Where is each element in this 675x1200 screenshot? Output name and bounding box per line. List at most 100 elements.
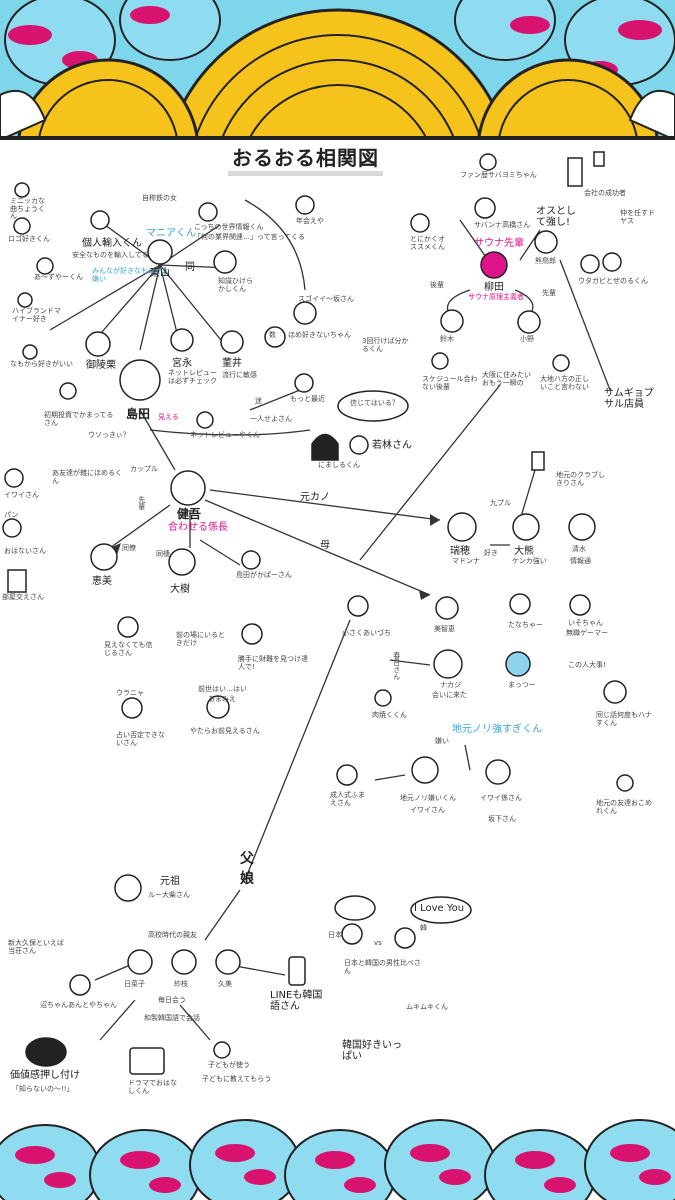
rogi-label: ロゴ好きくん	[8, 235, 50, 243]
iwai2-label: イワイさん	[410, 806, 445, 814]
kengo-name: 健吾	[177, 507, 202, 521]
kiyomizu-note: 情報通	[570, 557, 591, 565]
onaji-label: 同じ話何度もハナすくん	[596, 711, 652, 727]
maccho-label: まっつー	[508, 681, 536, 689]
bottom-decoration	[0, 1115, 675, 1200]
balloon-sun-illustration	[0, 0, 675, 140]
konashi-label: こっちの世界情報くん	[194, 223, 264, 231]
motokan-label: 元カノ	[300, 492, 330, 503]
shinjite-label: 信じてはいる？	[350, 399, 399, 407]
ashita-label: あ〜ずやーくん	[34, 273, 83, 281]
page-title: おるおる相関図	[228, 142, 383, 176]
kirai-label: 嫌い	[435, 737, 449, 745]
nihon-label: 日本	[328, 931, 342, 939]
dou-label: 同	[185, 262, 195, 273]
utagawa-label: ウタガビとぜのるくん	[578, 277, 648, 285]
drama-label: ドラマでおはなしくん	[128, 1079, 177, 1095]
heya-label: 部屋交えさん	[2, 593, 44, 601]
ageyaku-label: なもから好きがいい	[10, 360, 73, 368]
kengo-tag: 合わせる係長	[168, 522, 228, 533]
kodomo2-label: 子どもに教えてもらう	[202, 1075, 272, 1083]
zenseki-label: 前世はい…はい	[198, 685, 247, 693]
chimoto-strong-label: 地元ノリ強すぎくん	[452, 724, 543, 735]
shinokubo-label: 新大久保といえば当荘さん	[8, 939, 64, 955]
tanaka-label: たなちゃー	[508, 621, 543, 629]
shiranai-label: 「知らないの〜!!」	[12, 1085, 74, 1093]
line-label: LINEも韓国語さん	[270, 990, 323, 1012]
wasei-label: 和製韓国語で会話	[144, 1014, 200, 1022]
katte-label: 勝手に財難を見つけ達人で!	[238, 655, 308, 671]
ren-label: 迷	[255, 397, 262, 405]
girl-1-label: 日菜子	[124, 980, 145, 988]
kasuga-label: 春日さん	[392, 652, 401, 680]
girl-3-label: 久美	[218, 980, 232, 988]
wakabayashi-label: 若林さん	[372, 440, 412, 451]
iloveyou-label: I Love You	[414, 903, 465, 914]
mienai-label: 見えなくても信じるさん	[104, 641, 153, 657]
girl-2-label: 紗枝	[174, 980, 188, 988]
face	[147, 239, 173, 265]
panjan-label: おはないさん	[4, 547, 46, 555]
uranai-tag: ウラニャ	[116, 689, 144, 697]
top-decoration	[0, 0, 675, 140]
arrow-head	[430, 514, 440, 526]
mizui-note: 流行に敏感	[222, 371, 257, 379]
ono-label: 小野	[520, 335, 534, 343]
kosaku-label: 小さくあいづち	[342, 629, 391, 637]
kanji-three-label: 3回行けば分かるくん	[362, 337, 409, 353]
sauna-tag: サウナ先輩	[474, 238, 524, 249]
tonikaku-label: とにかくオススメくん	[410, 235, 445, 251]
daichi-label: 大地ハ方の正しいこと言わない	[540, 375, 589, 391]
suzuki-label: 鈴木	[440, 335, 454, 343]
ganso-label: 元祖	[160, 876, 180, 887]
samugeta-label: サムギョプサル店員	[604, 388, 654, 410]
kaisha-label: 会社の成功者	[584, 189, 626, 197]
speech-bubble	[334, 895, 376, 921]
iwai-tag-label: イワイ係さん	[480, 794, 522, 802]
itoyo-label: いそちゃん	[568, 619, 603, 627]
nishimaru-label: にましるくん	[318, 461, 360, 469]
kohai-label: 後輩	[430, 281, 444, 289]
schedule-label: スケジュール合わない後輩	[422, 375, 478, 391]
naka-note: 会いに来た	[432, 691, 467, 699]
kachikan-label: 価値感押し付け	[10, 1070, 80, 1081]
chichi-label: 父	[240, 851, 254, 867]
sempai-label: 先輩	[137, 496, 146, 510]
niku-label: 肉焼くくん	[372, 711, 407, 719]
kashiwagi-label: 島田がかぱーさん	[236, 571, 292, 579]
haha-label: 母	[320, 540, 330, 551]
phone-icon	[288, 956, 306, 986]
miyanaga-label: 宮永	[172, 358, 192, 369]
nikkan-label: 日本と韓国の男性比べさん	[344, 959, 421, 975]
phone-icon-2	[593, 151, 605, 167]
uranai-label: 占い否定できないさん	[116, 731, 165, 747]
mainichi-label: 毎日会う	[158, 996, 186, 1004]
mikasa-label: 御陵栗	[86, 360, 116, 371]
badge-icon	[264, 326, 286, 348]
tv-icon	[129, 1047, 165, 1075]
door-icon	[7, 569, 27, 593]
daiki-label: 大樹	[170, 584, 190, 595]
chimoto-club-label: 地元のクラブしきりさん	[556, 471, 605, 487]
miyanaga-note: ネットレビューは必ずチェック	[168, 369, 217, 385]
doryo-label: 同僚	[122, 544, 136, 552]
kojin-label: 個人輸入くん	[82, 238, 142, 249]
sakura-label: 仲を任すドヤス	[620, 209, 655, 225]
fansite-label: ファン歴サバヨミちゃん	[460, 171, 537, 179]
yatara-label: やたらお前見えるさん	[190, 727, 260, 735]
couple-label: カップル	[130, 465, 158, 473]
higashiyama-label: 東山	[150, 268, 170, 279]
connector	[139, 264, 161, 351]
balloon-illustration	[0, 1119, 675, 1200]
kono-label: この人大事!	[568, 661, 606, 669]
kankoku-suki-label: 韓国好きいっぱい	[342, 1040, 402, 1062]
konashi-note: 「何の業界関連…」って言ってくる	[194, 233, 305, 241]
weight-icon	[25, 1037, 67, 1067]
mikado-label: ミニッカな曲ちょうくん	[10, 197, 45, 221]
speech-bubble-3	[337, 390, 409, 422]
sabanna-label: サバンナ高橋さん	[474, 221, 531, 229]
kobuchi-label: 自称鉄の女	[142, 194, 177, 202]
emi-label: 恵美	[92, 576, 112, 587]
kiyomizu-label: 清水	[572, 545, 586, 553]
